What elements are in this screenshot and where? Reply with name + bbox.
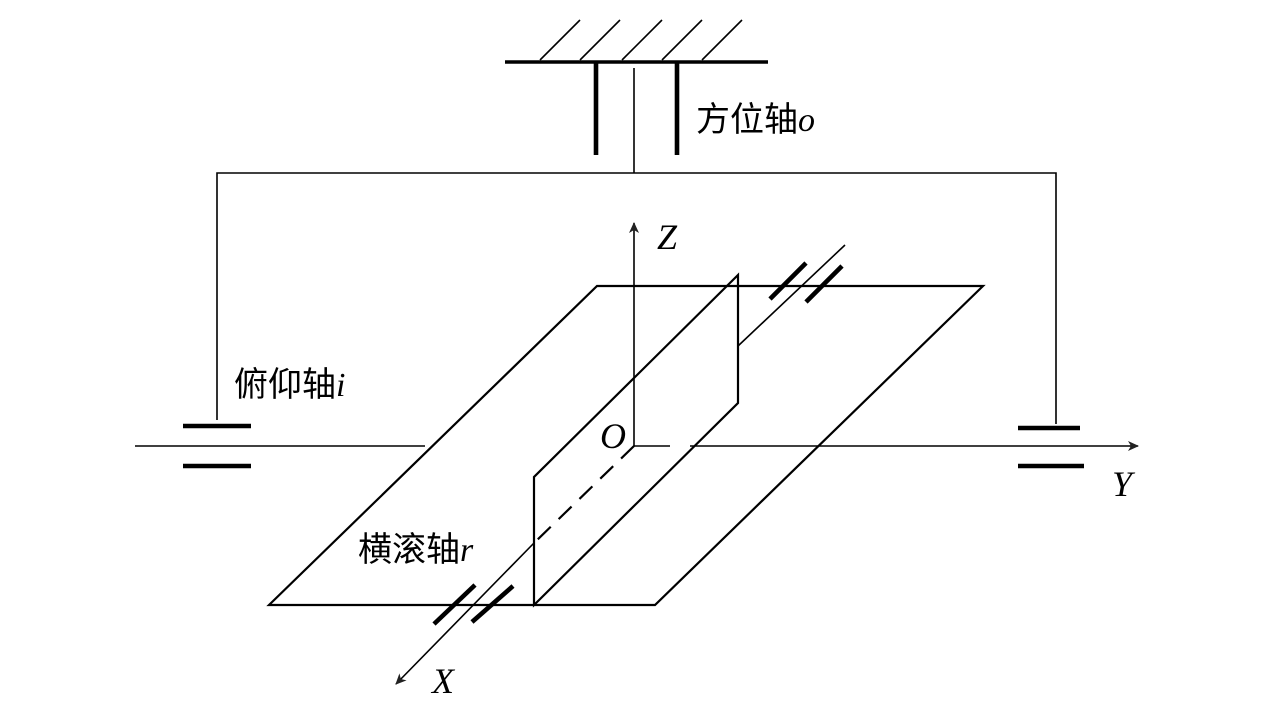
roll-bearing-back: [768, 261, 844, 304]
y-axis-label: Y: [1112, 464, 1136, 504]
ground-mount: [505, 19, 768, 64]
x-axis-label: X: [430, 661, 456, 701]
roll-frame-plate: [532, 272, 740, 608]
pitch-bearing-left: [183, 423, 251, 469]
roll-axis-label: 横滚轴r: [358, 530, 474, 570]
pitch-bearing-right: [1018, 425, 1084, 469]
x-axis-dashed: [533, 445, 635, 544]
x-axis-front: [395, 542, 535, 685]
pitch-frame-plate: [266, 284, 986, 607]
azimuth-axis-label: 方位轴o: [696, 100, 815, 140]
pitch-axis-label: 俯仰轴i: [234, 365, 345, 405]
roll-axis-back: [737, 244, 846, 347]
z-axis-label: Z: [657, 217, 678, 257]
origin-label: O: [600, 416, 626, 456]
roll-bearing-front: [432, 583, 515, 626]
outer-frame: [216, 172, 1057, 424]
azimuth-bearing: [593, 62, 680, 173]
